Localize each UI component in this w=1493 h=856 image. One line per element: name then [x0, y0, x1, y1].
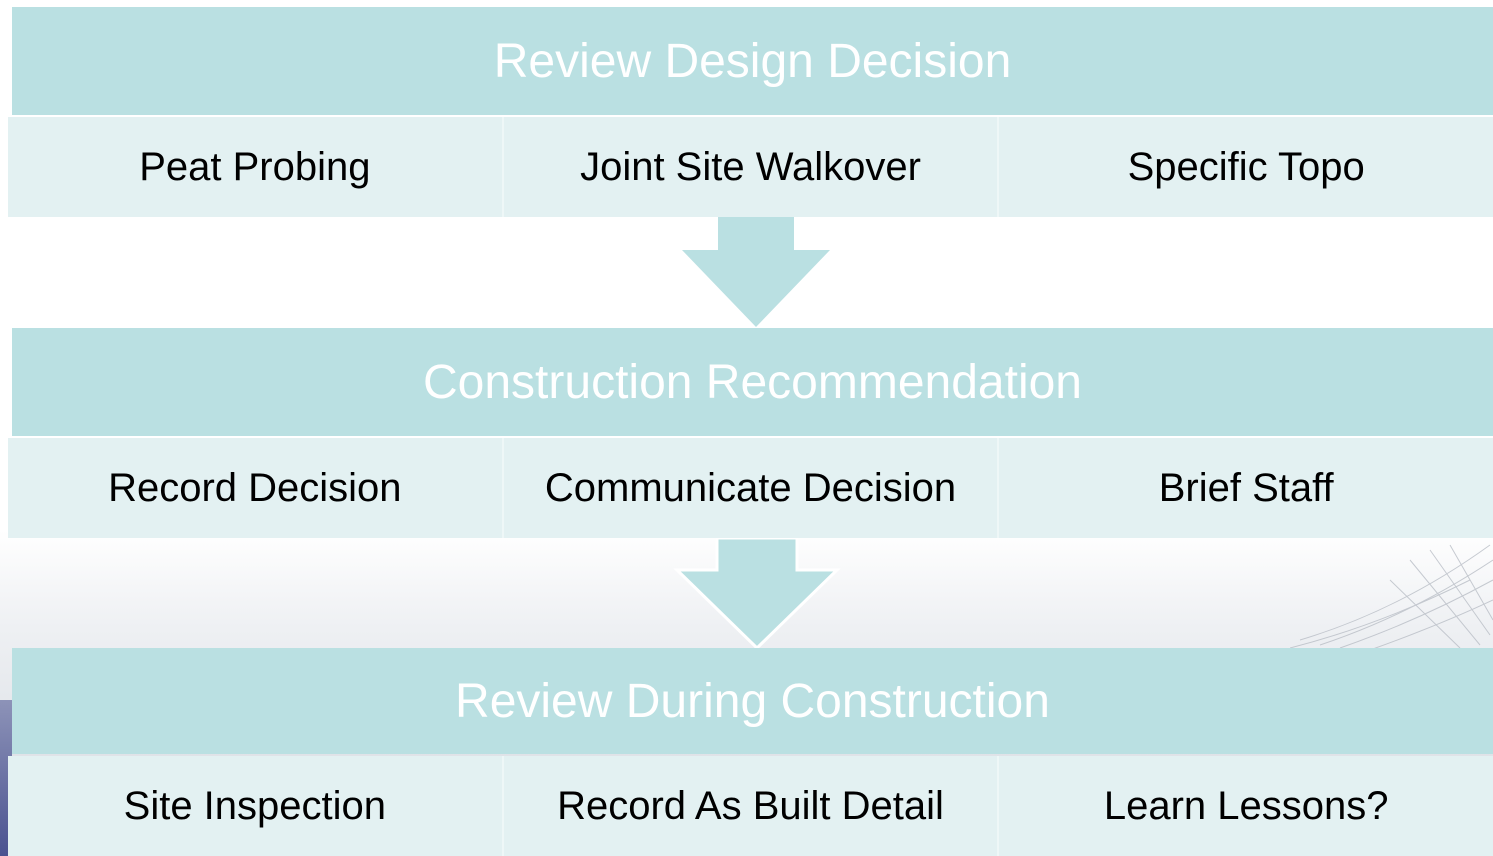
stage-3-header: Review During Construction [12, 648, 1493, 754]
down-arrow-icon [673, 538, 841, 651]
stage-1-item-3: Specific Topo [997, 117, 1493, 217]
stage-1-item-1: Peat Probing [139, 144, 371, 189]
stage-3-item-3: Learn Lessons? [997, 756, 1493, 856]
stage-2-header: Construction Recommendation [12, 328, 1493, 436]
stage-3-item-1: Site Inspection [123, 783, 387, 828]
stage-3-items: Site Inspection Record As Built Detail L… [8, 756, 1493, 856]
stage-2-title: Construction Recommendation [423, 355, 1082, 409]
stage-1-header: Review Design Decision [12, 7, 1493, 115]
stage-1-title: Review Design Decision [493, 34, 1012, 88]
stage-2-item-2: Communicate Decision [501, 438, 998, 538]
stage-2-items: Record Decision Communicate Decision Bri… [8, 438, 1493, 538]
stage-1-item-2: Joint Site Walkover [501, 117, 998, 217]
stage-1-items: Peat Probing Joint Site Walkover Specifi… [8, 117, 1493, 217]
down-arrow-icon [682, 217, 830, 327]
stage-2-item-1: Record Decision [108, 465, 402, 510]
stage-2-item-3: Brief Staff [997, 438, 1493, 538]
stage-3-title: Review During Construction [455, 674, 1050, 728]
decorative-lines-icon [1290, 544, 1493, 650]
stage-3-item-2: Record As Built Detail [501, 756, 998, 856]
